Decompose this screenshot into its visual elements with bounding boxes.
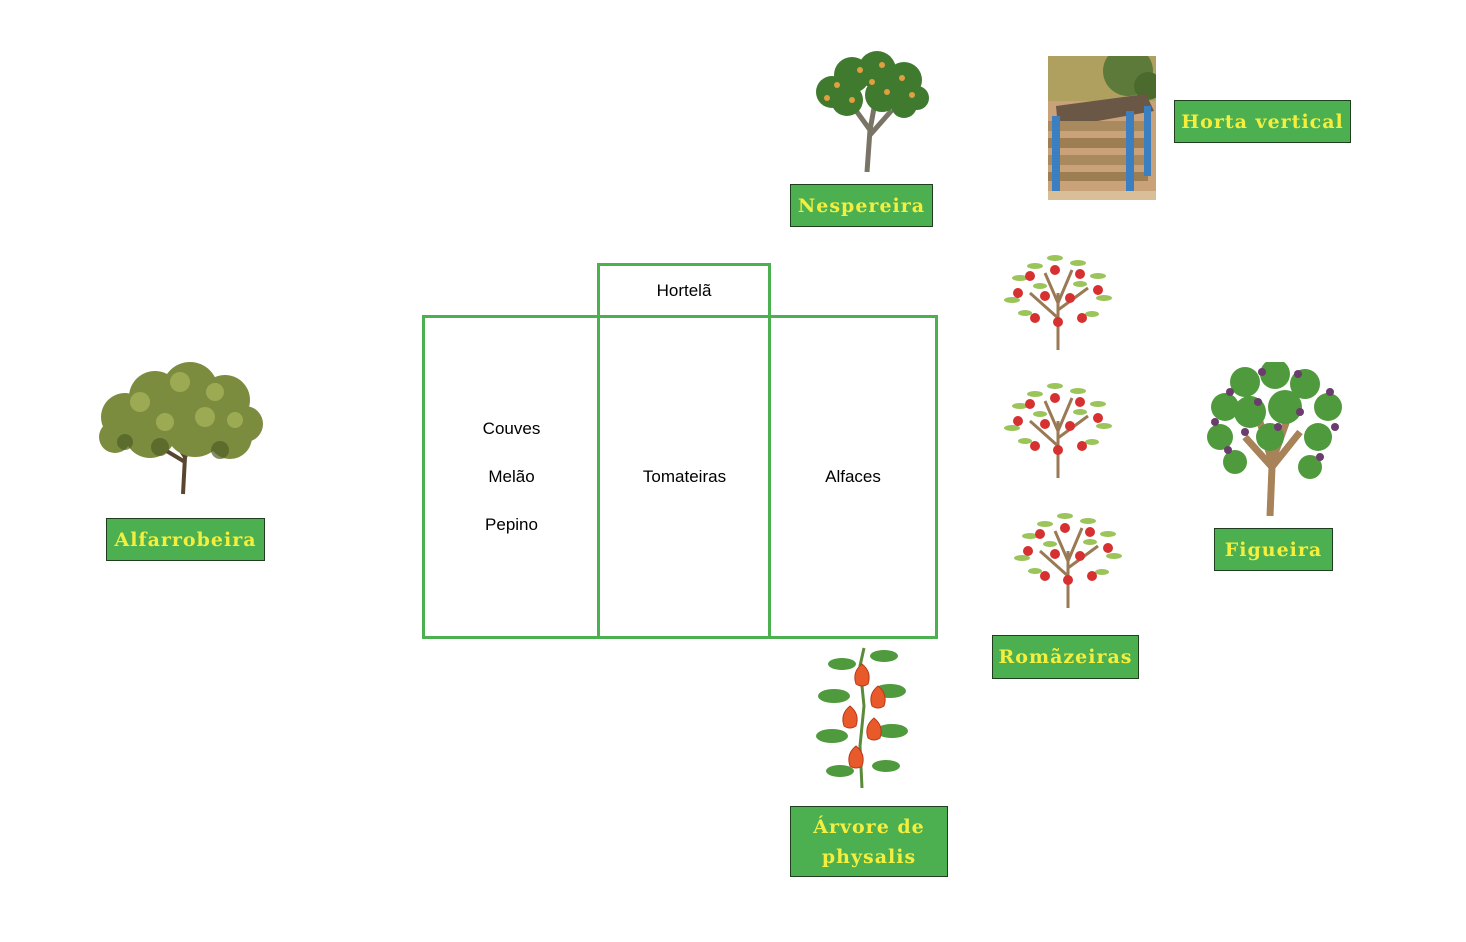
horta-vertical-label-text: Horta vertical [1181, 110, 1344, 133]
bed-left-item: Couves [482, 419, 541, 438]
bed-left-item: Melão [488, 467, 535, 486]
bed-hortela: Hortelã [597, 263, 771, 319]
fig-tree-image [1207, 362, 1342, 517]
pallet-garden-photo [1048, 56, 1156, 200]
pomegranate-tree-image [1014, 513, 1122, 608]
alfarrobeira-label-text: Alfarrobeira [114, 528, 257, 551]
horta-vertical-label: Horta vertical [1174, 100, 1351, 143]
pomegranate-tree-image [1004, 255, 1112, 350]
bed-hortela-text: Hortelã [656, 281, 712, 300]
physalis-plant-image [816, 647, 908, 789]
pomegranate-tree-image [1004, 383, 1112, 478]
figueira-label: Figueira [1214, 528, 1333, 571]
loquat-tree-image [816, 51, 929, 173]
physalis-label: Árvore de physalis [790, 806, 948, 877]
romazeiras-label: Romãzeiras [992, 635, 1139, 679]
figueira-label-text: Figueira [1224, 538, 1323, 561]
bed-right: Alfaces [768, 315, 938, 639]
nespereira-label-text: Nespereira [797, 194, 926, 217]
nespereira-label: Nespereira [790, 184, 933, 227]
bed-middle: Tomateiras [597, 315, 772, 639]
bed-left-item: Pepino [485, 515, 538, 534]
physalis-label-line1: Árvore de [813, 815, 925, 838]
bed-middle-text: Tomateiras [642, 467, 727, 486]
bed-left: Couves Melão Pepino [422, 315, 601, 639]
romazeiras-label-text: Romãzeiras [998, 646, 1133, 668]
carob-tree-image [99, 362, 263, 495]
bed-right-text: Alfaces [825, 467, 881, 486]
alfarrobeira-label: Alfarrobeira [106, 518, 265, 561]
physalis-label-line2: physalis [821, 845, 917, 868]
